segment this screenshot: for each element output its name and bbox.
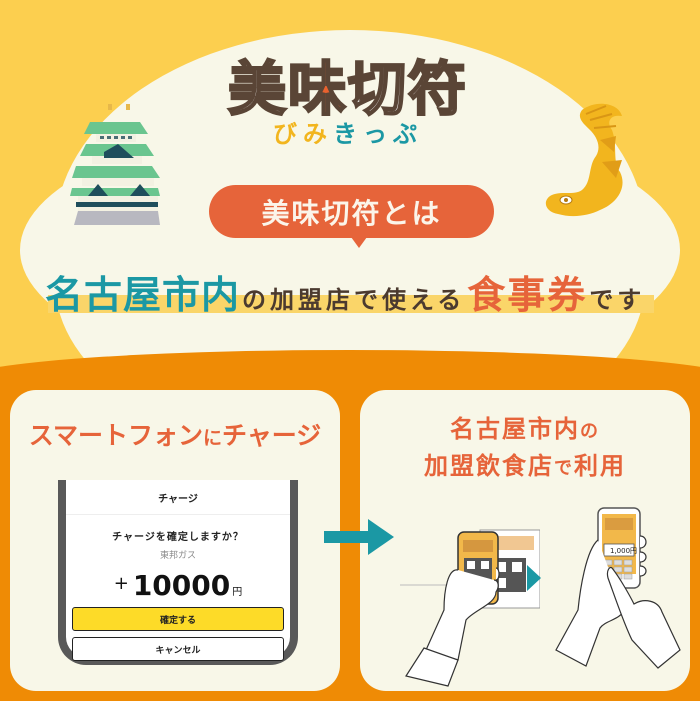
use-card: 名古屋市内の 加盟飲食店で利用 1,000円	[360, 390, 690, 691]
title-no: の	[580, 421, 600, 442]
logo: 美 味 切 符 び み き っ ぷ	[227, 55, 478, 155]
title-member-restaurants: 加盟飲食店	[424, 452, 554, 480]
shachihoko-icon	[540, 100, 650, 230]
triangle-right-icon	[527, 565, 541, 591]
use-card-title-line1: 名古屋市内の	[360, 412, 690, 449]
payment-illustration: 1,000円	[550, 500, 685, 691]
logo-char: 美	[227, 55, 288, 123]
logo-char: 味	[287, 55, 348, 123]
use-card-title-line2: 加盟飲食店で利用	[360, 449, 690, 486]
what-is-bubble: 美味切符とは	[209, 185, 494, 248]
logo-kana-char: み	[303, 120, 327, 148]
amount-currency: 円	[232, 587, 243, 598]
amount-value: 10000	[132, 569, 231, 602]
amount-plus: +	[113, 573, 129, 594]
confirm-button[interactable]: 確定する	[72, 607, 284, 631]
logo-kana-char: き	[333, 120, 357, 148]
confirm-question: チャージを確定しますか？	[112, 532, 244, 543]
charge-card: スマートフォンにチャージ チャージ チャージを確定しますか？ 東邦ガス +100…	[10, 390, 340, 691]
logo-char: 符	[407, 55, 468, 123]
use-card-title: 名古屋市内の 加盟飲食店で利用	[360, 412, 690, 486]
title-charge: チャージ	[222, 421, 322, 450]
title-smartphone: スマートフォン	[28, 421, 203, 450]
phone-header: チャージ	[66, 480, 290, 515]
logo-kana-char: ぷ	[393, 120, 417, 148]
logo-kana-char: び	[273, 120, 297, 148]
headline-connector: の加盟店で使える	[242, 286, 466, 314]
logo-kana-char: っ	[363, 120, 387, 148]
charge-card-title: スマートフォンにチャージ	[10, 416, 340, 452]
logo-char: 切	[347, 55, 408, 123]
title-use: 利用	[574, 452, 626, 480]
headline: 名古屋市内 の加盟店で使える 食事券 です	[45, 264, 665, 319]
bubble-text: 美味切符とは	[261, 196, 442, 230]
title-de: で	[554, 458, 574, 479]
logo-kana: び み き っ ぷ	[273, 122, 417, 146]
headline-meal-ticket: 食事券	[467, 273, 588, 317]
title-nagoya: 名古屋市内	[450, 415, 580, 443]
arrow-right-icon	[324, 519, 394, 555]
headline-area: 名古屋市内	[45, 273, 241, 317]
title-ni: に	[202, 427, 222, 449]
logo-kanji: 美 味 切 符	[227, 55, 468, 123]
cancel-button[interactable]: キャンセル	[72, 637, 284, 661]
qr-scan-illustration	[400, 500, 541, 691]
payment-amount-text: 1,000円	[610, 547, 637, 555]
merchant-name: 東邦ガス	[159, 551, 196, 561]
nagoya-castle-icon	[70, 100, 160, 225]
headline-highlight	[48, 295, 654, 313]
headline-desu: です	[589, 286, 646, 314]
